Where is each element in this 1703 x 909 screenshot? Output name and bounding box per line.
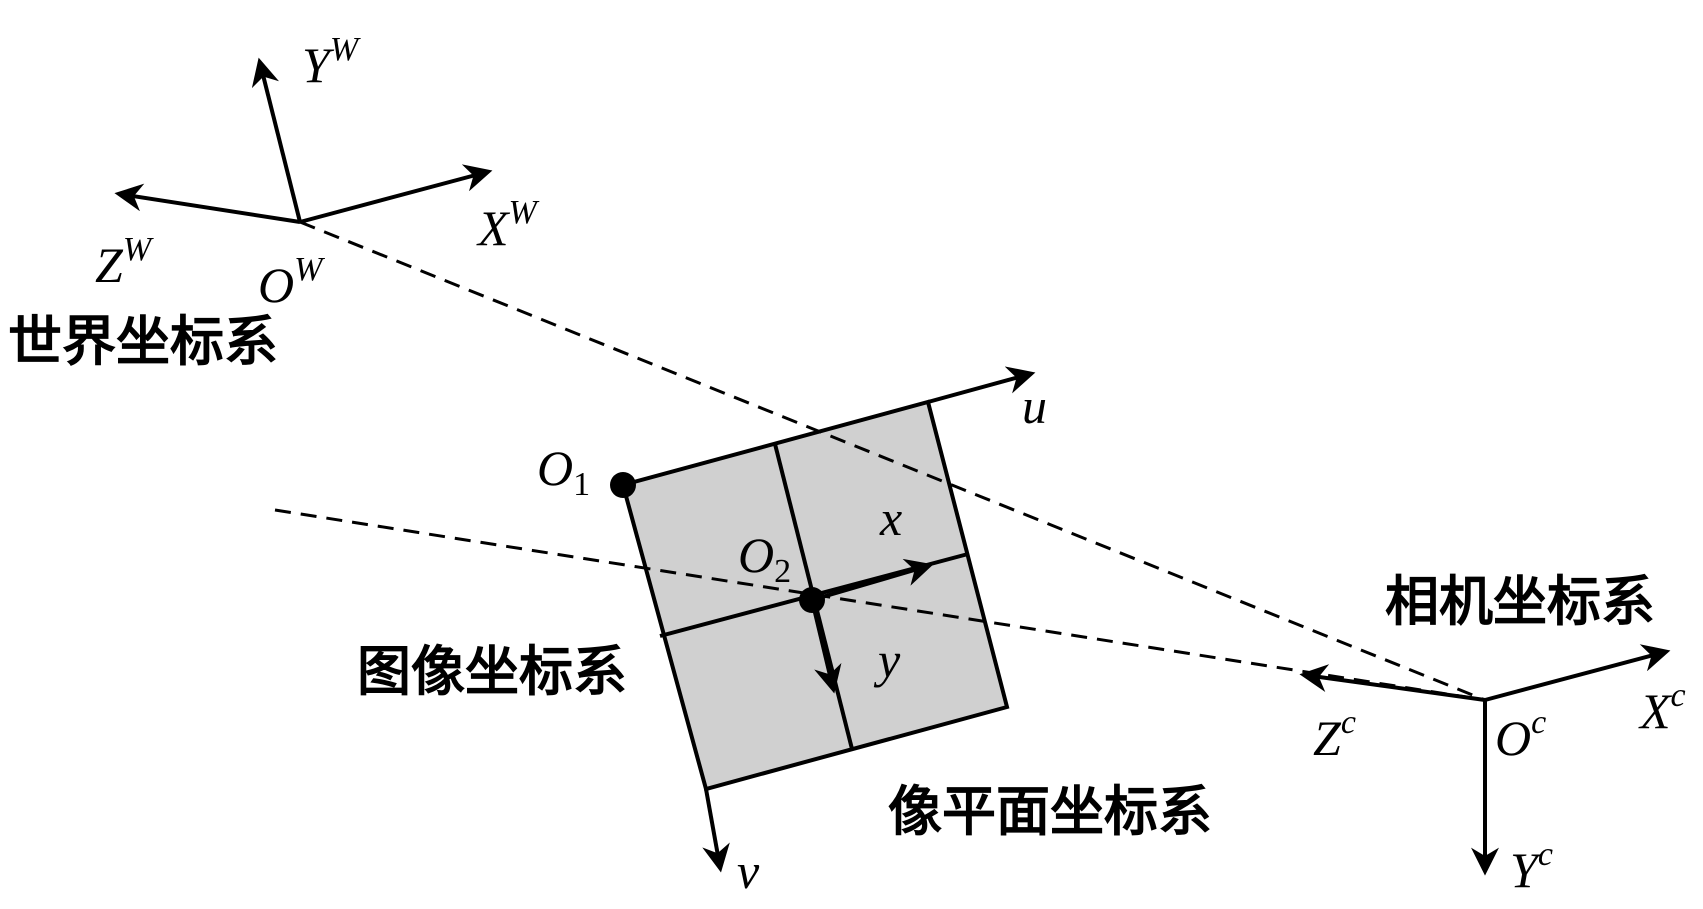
camera-z-axis-arrow	[1299, 664, 1486, 702]
world-x-axis-label: XW	[476, 194, 540, 256]
world-y-axis-arrow	[251, 57, 302, 223]
world-y-axis-label: YW	[302, 31, 361, 93]
camera-x-axis-label: Xc	[1638, 677, 1686, 739]
o2-label: O2	[738, 527, 791, 590]
x-axis-arrow	[811, 558, 934, 602]
camera-origin-label: Oc	[1495, 704, 1546, 766]
projection-line-world	[299, 220, 1486, 702]
v-axis-label: v	[737, 843, 760, 899]
v-axis-arrow	[702, 788, 730, 873]
image-frame-label: 图像坐标系	[357, 640, 627, 703]
o1-origin-dot	[610, 472, 636, 498]
o1-label: O1	[537, 440, 590, 503]
u-axis-arrow	[927, 366, 1036, 404]
u-axis-label: u	[1022, 378, 1047, 434]
camera-x-axis-arrow	[1484, 644, 1671, 702]
y-axis-label: y	[873, 632, 901, 688]
pixel-frame-label: 像平面坐标系	[888, 780, 1212, 843]
world-z-axis-label: ZW	[95, 231, 154, 293]
camera-frame-label: 相机坐标系	[1385, 570, 1655, 633]
world-z-axis-arrow	[114, 183, 301, 224]
world-origin-label: OW	[258, 251, 325, 313]
y-axis-arrow	[810, 599, 842, 694]
x-axis-label: x	[879, 490, 902, 546]
camera-y-axis-label: Yc	[1510, 836, 1553, 898]
camera-z-axis-label: Zc	[1313, 704, 1356, 766]
world-frame-label: 世界坐标系	[8, 310, 278, 373]
world-x-axis-arrow	[299, 164, 493, 224]
o2-origin-dot	[799, 587, 825, 613]
projection-line-optical-axis	[274, 508, 1486, 702]
